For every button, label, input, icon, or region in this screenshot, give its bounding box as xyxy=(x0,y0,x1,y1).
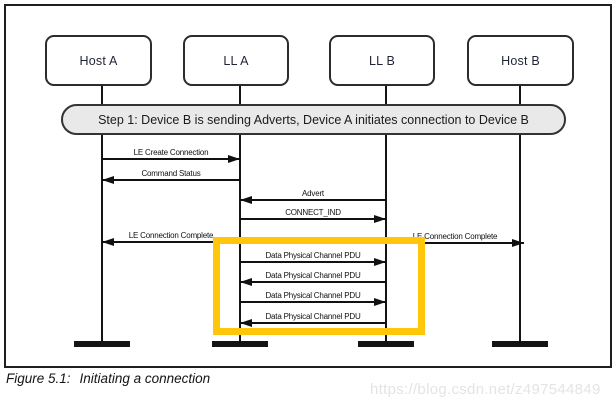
message-connect-ind: CONNECT_IND xyxy=(240,206,386,223)
highlight-box xyxy=(213,237,425,335)
arrowhead-left-icon xyxy=(102,238,114,246)
lifeline-host-b xyxy=(519,86,521,343)
message-data-pdu-4: Data Physical Channel PDU xyxy=(240,310,386,327)
arrowhead-left-icon xyxy=(102,176,114,184)
message-label: LE Connection Complete xyxy=(128,231,214,240)
step-banner-text: Step 1: Device B is sending Adverts, Dev… xyxy=(98,112,529,127)
actor-box-ll-a: LL A xyxy=(183,35,289,86)
actor-box-ll-b: LL B xyxy=(329,35,435,86)
arrowhead-right-icon xyxy=(228,155,240,163)
message-label: Data Physical Channel PDU xyxy=(265,251,361,260)
message-data-pdu-2: Data Physical Channel PDU xyxy=(240,269,386,286)
arrowhead-right-icon xyxy=(512,239,524,247)
lifeline-ll-b xyxy=(385,86,387,343)
arrowhead-left-icon xyxy=(240,278,252,286)
message-label: Data Physical Channel PDU xyxy=(265,271,361,280)
lifeline-host-a xyxy=(101,86,103,343)
message-label: Data Physical Channel PDU xyxy=(265,291,361,300)
endbar-ll-a xyxy=(212,341,268,347)
message-le-connection-complete-b: LE Connection Complete xyxy=(386,230,524,247)
arrowhead-left-icon xyxy=(240,319,252,327)
figure-caption-text: Initiating a connection xyxy=(79,371,211,386)
message-label: LE Create Connection xyxy=(133,148,209,157)
actor-label: Host B xyxy=(501,53,540,68)
message-line xyxy=(240,199,386,201)
message-line xyxy=(386,242,524,244)
message-data-pdu-3: Data Physical Channel PDU xyxy=(240,289,386,306)
message-line xyxy=(240,301,386,303)
figure-caption-label: Figure 5.1: xyxy=(6,371,71,386)
actor-label: LL A xyxy=(223,53,249,68)
arrowhead-left-icon xyxy=(240,196,252,204)
message-line xyxy=(102,241,240,243)
message-line xyxy=(240,261,386,263)
actor-box-host-a: Host A xyxy=(45,35,152,86)
step-banner: Step 1: Device B is sending Adverts, Dev… xyxy=(61,104,566,135)
message-label: LE Connection Complete xyxy=(412,232,498,241)
message-le-create-connection: LE Create Connection xyxy=(102,146,240,163)
message-line xyxy=(102,179,240,181)
message-label: Advert xyxy=(302,189,324,198)
watermark-text: https://blog.csdn.net/z497544849 xyxy=(370,381,601,398)
arrowhead-right-icon xyxy=(374,215,386,223)
message-line xyxy=(240,218,386,220)
endbar-host-a xyxy=(74,341,130,347)
endbar-ll-b xyxy=(358,341,414,347)
message-label: CONNECT_IND xyxy=(285,208,341,217)
actor-label: LL B xyxy=(368,53,396,68)
arrowhead-right-icon xyxy=(374,258,386,266)
message-command-status: Command Status xyxy=(102,167,240,184)
message-label: Command Status xyxy=(141,169,201,178)
message-line xyxy=(240,322,386,324)
message-data-pdu-1: Data Physical Channel PDU xyxy=(240,249,386,266)
endbar-host-b xyxy=(492,341,548,347)
figure-caption: Figure 5.1: Initiating a connection xyxy=(6,371,210,386)
arrowhead-right-icon xyxy=(374,298,386,306)
message-advert: Advert xyxy=(240,187,386,204)
actor-box-host-b: Host B xyxy=(467,35,574,86)
message-line xyxy=(240,281,386,283)
actor-label: Host A xyxy=(79,53,118,68)
lifeline-ll-a xyxy=(239,86,241,343)
message-line xyxy=(102,158,240,160)
message-le-connection-complete-a: LE Connection Complete xyxy=(102,229,240,246)
message-label: Data Physical Channel PDU xyxy=(265,312,361,321)
diagram-frame: Host A LL A LL B Host B Step 1: Device B… xyxy=(4,4,612,368)
